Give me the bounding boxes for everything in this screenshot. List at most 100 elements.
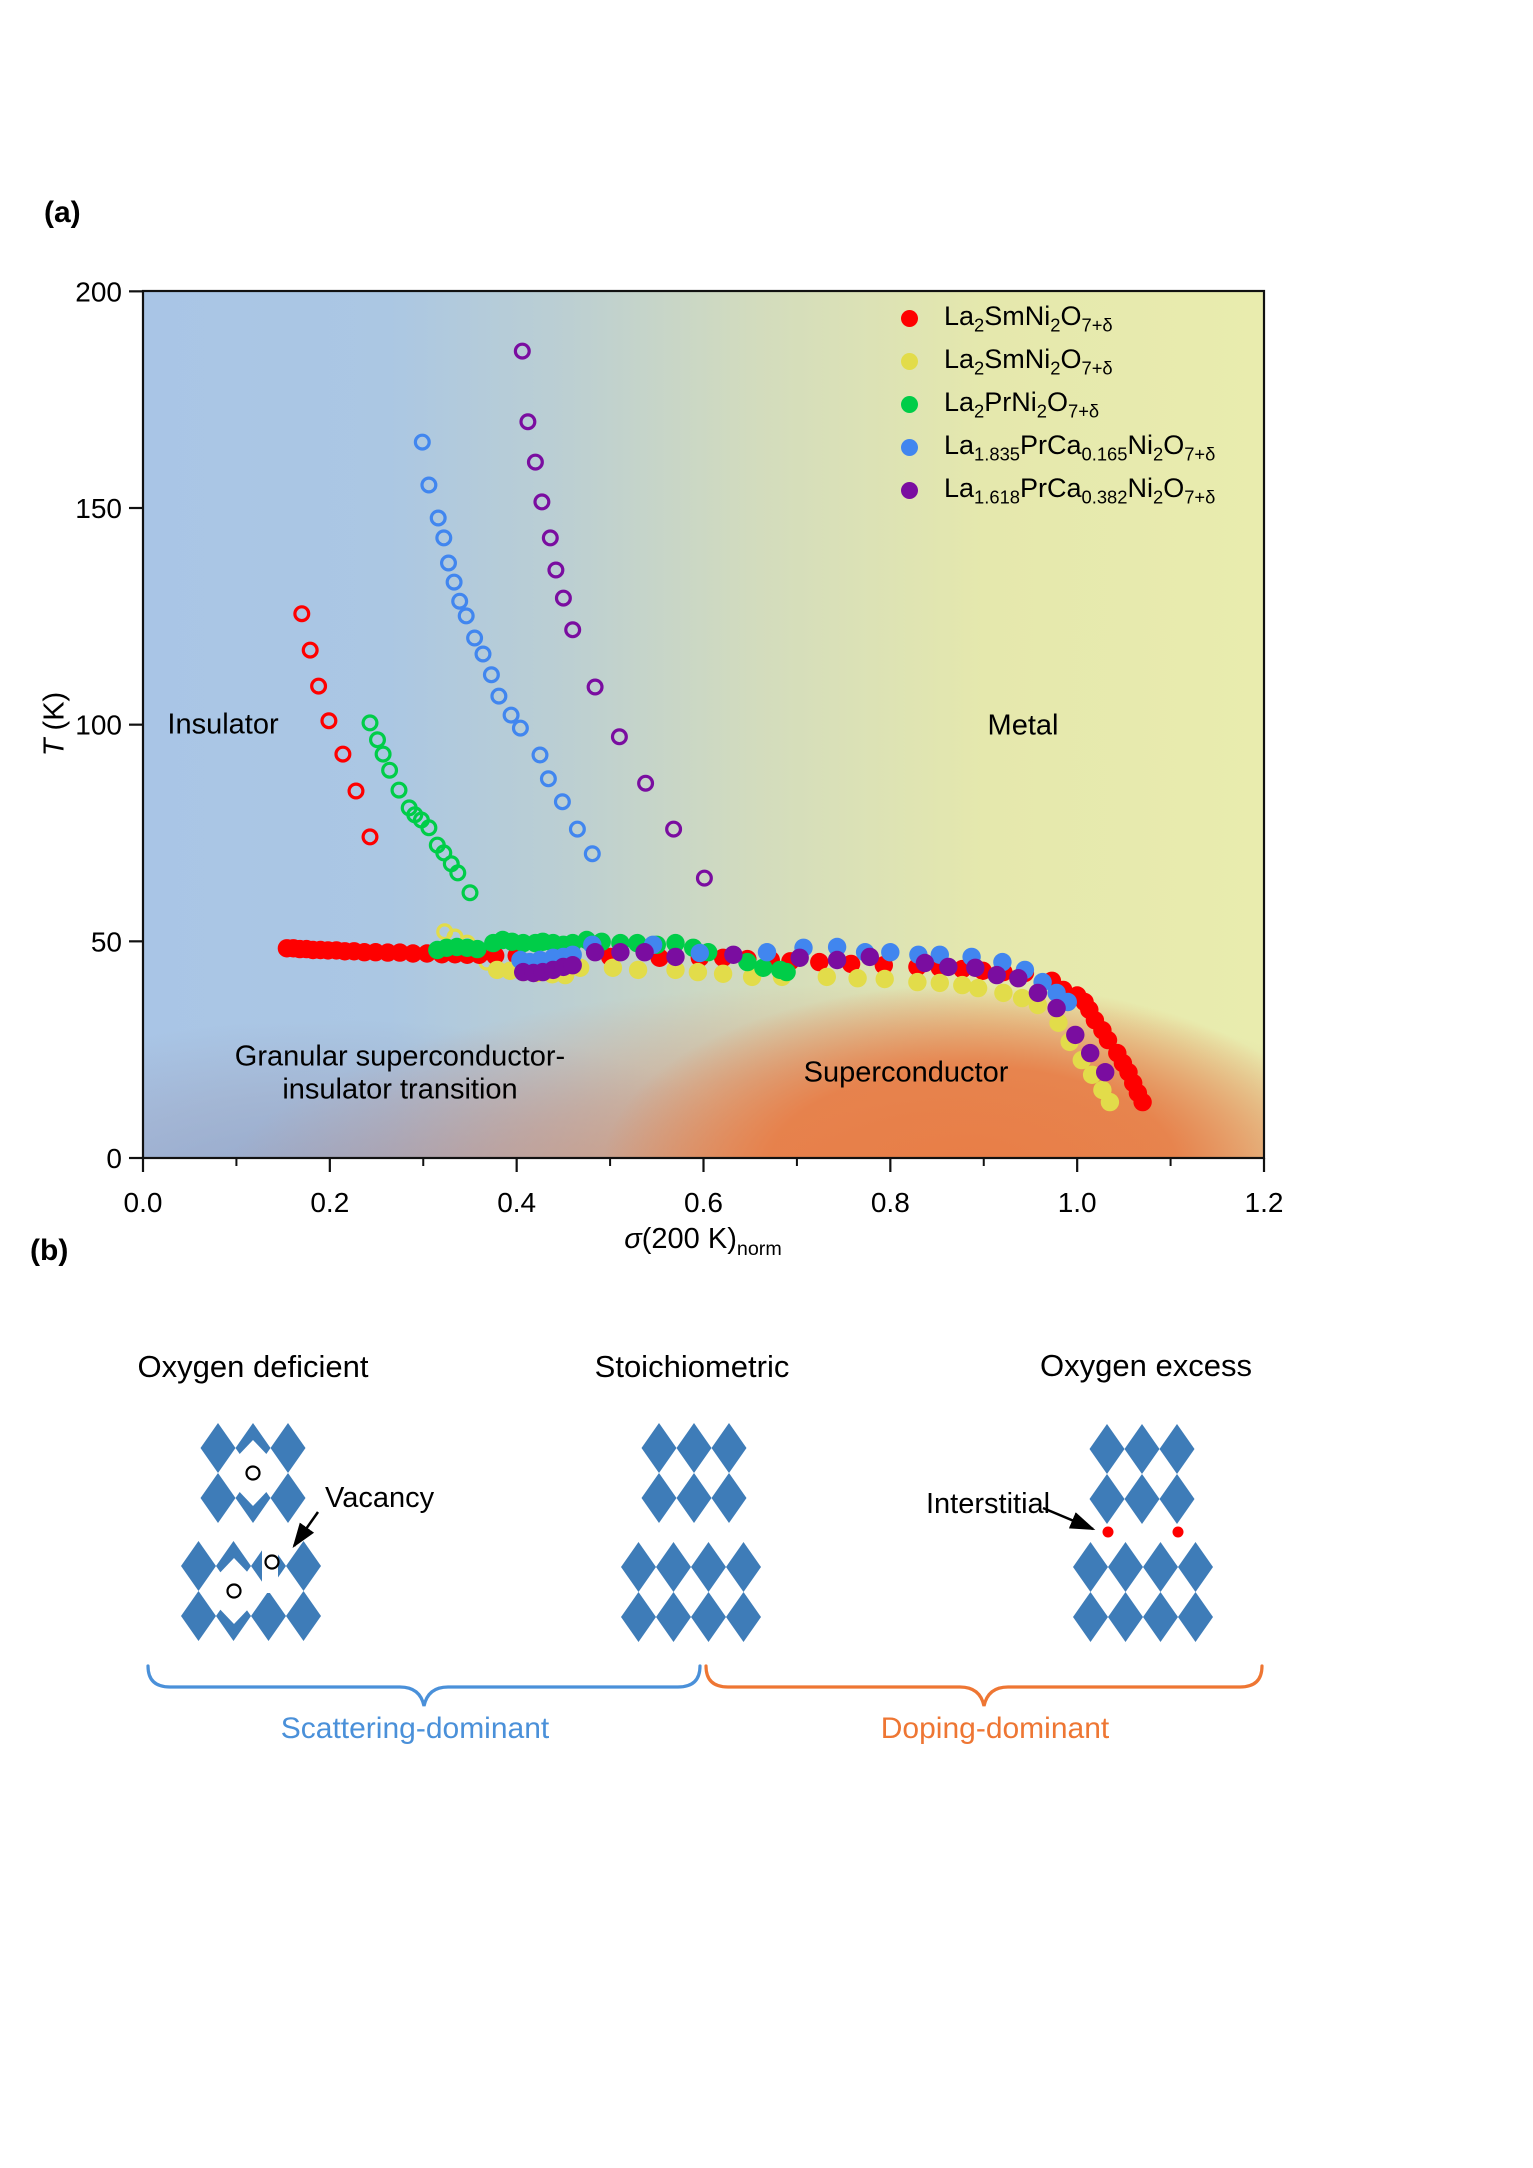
region-label: Insulator [167,708,279,741]
region-label: Metal [987,709,1059,742]
formula-part: O [1060,343,1082,374]
octahedron-diamond [676,1473,712,1523]
brace-label-doping: Doping-dominant [880,1712,1110,1745]
formula-part: SmNi [984,300,1051,331]
region-label: Superconductor [803,1056,1009,1089]
octahedron-diamond [1108,1592,1143,1642]
formula-part: PrCa [1020,472,1082,503]
x-tick-label: 0.4 [497,1187,536,1218]
formula-part: PrCa [1020,429,1082,460]
octahedron-diamond [251,1591,286,1641]
x-axis-label: σ(200 K)norm [624,1223,782,1261]
octahedron-diamond [1159,1424,1195,1474]
octahedron-diamond [1089,1424,1125,1474]
legend-marker-icon [901,396,918,413]
y-tick-label: 100 [75,710,122,741]
vacancy-hole [214,1558,254,1624]
region-label: insulator transition [282,1073,518,1106]
octahedron-diamond [181,1541,216,1591]
legend-label: La2SmNi2O7+δ [944,301,1113,336]
vacancy-slot [262,1539,278,1593]
formula-part: 7+δ [1081,357,1113,379]
formula-part: La [944,386,975,417]
formula-part: 0.382 [1081,486,1128,508]
formula-part: norm [736,1237,782,1260]
vacancy-label: Vacancy [325,1482,435,1514]
formula-part: T [38,738,71,757]
structure-deficient [181,1423,321,1641]
formula-part: La [944,429,975,460]
legend-label: La1.835PrCa0.165Ni2O7+δ [944,430,1215,465]
octahedron-diamond [181,1591,216,1641]
interstitial-label: Interstitial [926,1488,1051,1520]
x-tick-label: 0.0 [124,1187,163,1218]
octahedron-diamond [286,1591,321,1641]
formula-part: σ [624,1223,642,1256]
formula-part: 2 [974,314,985,336]
octahedron-diamond [200,1423,236,1473]
legend-entry: La1.835PrCa0.165Ni2O7+δ [901,426,1215,469]
y-axis-label: T (K) [39,692,72,756]
formula-part: 2 [974,400,985,422]
octahedron-diamond [656,1592,691,1642]
formula-part: 1.835 [974,443,1020,465]
vacancy-hole [233,1440,273,1506]
octahedron-diamond [200,1473,236,1523]
formula-part: (200 K) [641,1223,737,1256]
x-tick-label: 0.6 [684,1187,723,1218]
octahedron-diamond [1143,1592,1178,1642]
octahedron-diamond [676,1423,712,1473]
legend-entry: La2SmNi2O7+δ [901,297,1215,340]
octahedron-diamond [270,1423,306,1473]
legend-entry: La1.618PrCa0.382Ni2O7+δ [901,469,1215,512]
octahedron-diamond [656,1542,691,1592]
octahedron-diamond [621,1592,656,1642]
formula-part: 2 [1050,357,1061,379]
y-tick-label: 150 [75,493,122,524]
formula-part: (K) [38,691,71,739]
formula-part: 7+δ [1068,400,1100,422]
octahedron-diamond [641,1473,677,1523]
octahedron-diamond [726,1542,761,1592]
octahedron-diamond [641,1423,677,1473]
octahedron-diamond [711,1473,747,1523]
octahedron-diamond [235,1473,271,1523]
formula-part: O [1060,300,1082,331]
octahedron-diamond [1178,1542,1213,1592]
vacancy-site-icon [245,1465,261,1481]
structure-stoichiometric [621,1423,761,1642]
formula-part: 2 [1152,443,1164,465]
formula-part: SmNi [984,343,1051,374]
region-label: Granular superconductor- [234,1040,566,1073]
octahedron-diamond [270,1473,306,1523]
vacancy-site-icon [226,1583,242,1599]
panel-a-label: (a) [44,196,81,229]
structure-title: Oxygen deficient [137,1349,369,1384]
formula-part: 1.618 [974,486,1020,508]
legend-label: La2PrNi2O7+δ [944,387,1099,422]
legend-marker-icon [901,310,918,327]
x-tick-label: 1.2 [1245,1187,1284,1218]
structure-title: Oxygen excess [1040,1348,1252,1383]
octahedron-diamond [711,1423,747,1473]
brace-label-scattering: Scattering-dominant [280,1712,550,1745]
brace-doping [704,1664,1264,1707]
octahedron-diamond [691,1592,726,1642]
brace-scattering [146,1664,702,1707]
x-tick-label: 0.2 [310,1187,349,1218]
formula-part: La [944,472,975,503]
formula-part: Ni [1127,472,1153,503]
legend-entry: La2PrNi2O7+δ [901,383,1215,426]
formula-part: 0.165 [1081,443,1128,465]
structure-excess [1073,1424,1213,1642]
formula-part: 2 [1036,400,1047,422]
interstitial-arrow [1042,1506,1096,1531]
legend-marker-icon [901,439,918,456]
octahedron-diamond [1073,1542,1108,1592]
y-tick-label: 0 [106,1143,122,1174]
formula-part: La [944,300,975,331]
formula-part: 7+δ [1081,314,1113,336]
vacancy-site-icon [264,1554,280,1570]
formula-part: O [1046,386,1068,417]
